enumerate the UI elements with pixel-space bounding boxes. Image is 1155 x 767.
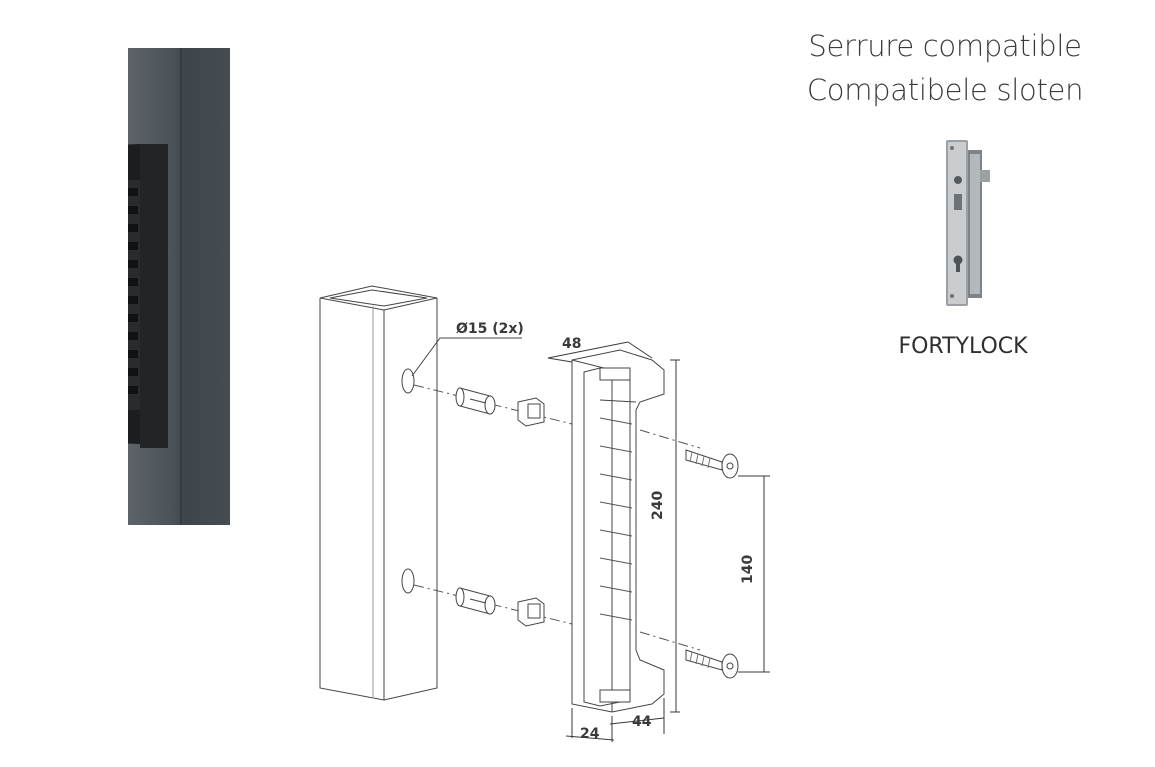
insert-sleeve-top xyxy=(455,387,496,415)
product-photo xyxy=(128,48,230,525)
hole-diameter-label: Ø15 (2x) xyxy=(456,321,524,337)
mortise-lock-icon xyxy=(946,140,990,306)
handle-drawing xyxy=(571,349,665,713)
insert-nut-bottom xyxy=(517,597,545,627)
compatible-lock-title-fr: Serrure compatible xyxy=(808,29,1082,63)
dimension-height xyxy=(670,359,680,713)
height-dimension-label: 240 xyxy=(650,491,666,520)
depth-dimension-label-44: 44 xyxy=(632,714,652,730)
handle-photo xyxy=(128,144,168,448)
lock-model-name: FORTYLOCK xyxy=(898,334,1028,359)
insert-sleeve-bottom xyxy=(455,587,496,615)
depth-dimension-label-24: 24 xyxy=(580,726,600,742)
spacing-dimension-label: 140 xyxy=(740,555,756,584)
dimension-depth xyxy=(565,698,665,742)
dimension-width xyxy=(547,341,653,363)
screw-bottom xyxy=(685,649,739,679)
dimension-spacing xyxy=(738,475,770,673)
compatible-lock-title-nl: Compatibele sloten xyxy=(806,73,1084,107)
width-dimension-label: 48 xyxy=(562,336,581,352)
screw-top xyxy=(685,449,739,479)
square-post xyxy=(319,285,438,701)
insert-nut-top xyxy=(517,397,545,427)
